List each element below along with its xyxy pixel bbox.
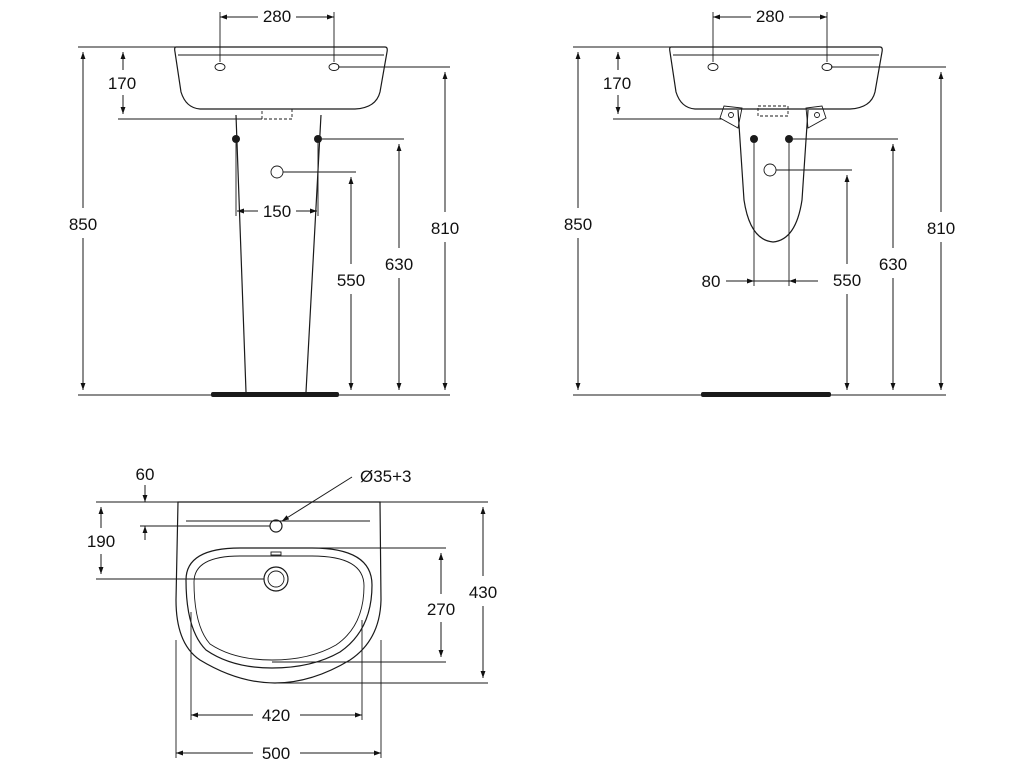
dim-waste-offset: 80 (702, 272, 721, 291)
supply-point-right (314, 135, 322, 143)
dim-total-height: 850 (564, 215, 592, 234)
dim-rim-height: 810 (927, 219, 955, 238)
dim-tap-spacing: 280 (756, 7, 784, 26)
pedestal-column (235, 114, 322, 393)
waste-outlet (763, 163, 777, 177)
basin-plan-outline (175, 501, 382, 684)
basin-outline (174, 46, 388, 110)
supply-point-right (785, 135, 793, 143)
bowl-outline (185, 547, 373, 669)
dim-overall-depth: 430 (469, 583, 497, 602)
dim-waste-height: 550 (337, 271, 365, 290)
pedestal-front-view: 280 170 850 810 630 550 150 (69, 7, 459, 397)
floor-reference (701, 392, 831, 397)
dim-tap-offset: 60 (136, 465, 155, 484)
dim-rim-depth: 170 (108, 74, 136, 93)
dim-total-height: 850 (69, 215, 97, 234)
dim-tap-spacing: 280 (263, 7, 291, 26)
tap-hole-right (328, 63, 340, 71)
dim-waste-offset: 190 (87, 532, 115, 551)
supply-point-left (232, 135, 240, 143)
dim-overall-width: 500 (262, 744, 290, 763)
tap-hole (269, 519, 283, 533)
dim-supply-height: 630 (385, 255, 413, 274)
tap-hole-left (214, 63, 226, 71)
tap-hole-right (821, 63, 833, 71)
dim-tap-hole: Ø35+3 (360, 467, 412, 486)
semi-pedestal-shroud (737, 109, 809, 243)
basin-outline (669, 46, 883, 110)
dim-rim-depth: 170 (603, 74, 631, 93)
waste-outlet (270, 165, 284, 179)
dim-waste-height: 550 (833, 271, 861, 290)
dim-rim-height: 810 (431, 219, 459, 238)
dim-bowl-depth: 270 (427, 600, 455, 619)
semi-pedestal-front-view: 280 170 850 810 630 550 8 (564, 7, 955, 397)
floor-plinth (211, 392, 339, 397)
plan-view: Ø35+3 60 190 420 500 430 (87, 465, 497, 763)
dim-bowl-width: 420 (262, 706, 290, 725)
bracket-left (719, 105, 743, 129)
supply-point-left (750, 135, 758, 143)
dim-supply-height: 630 (879, 255, 907, 274)
tap-hole-left (707, 63, 719, 71)
dim-supply-spacing: 150 (263, 202, 291, 221)
